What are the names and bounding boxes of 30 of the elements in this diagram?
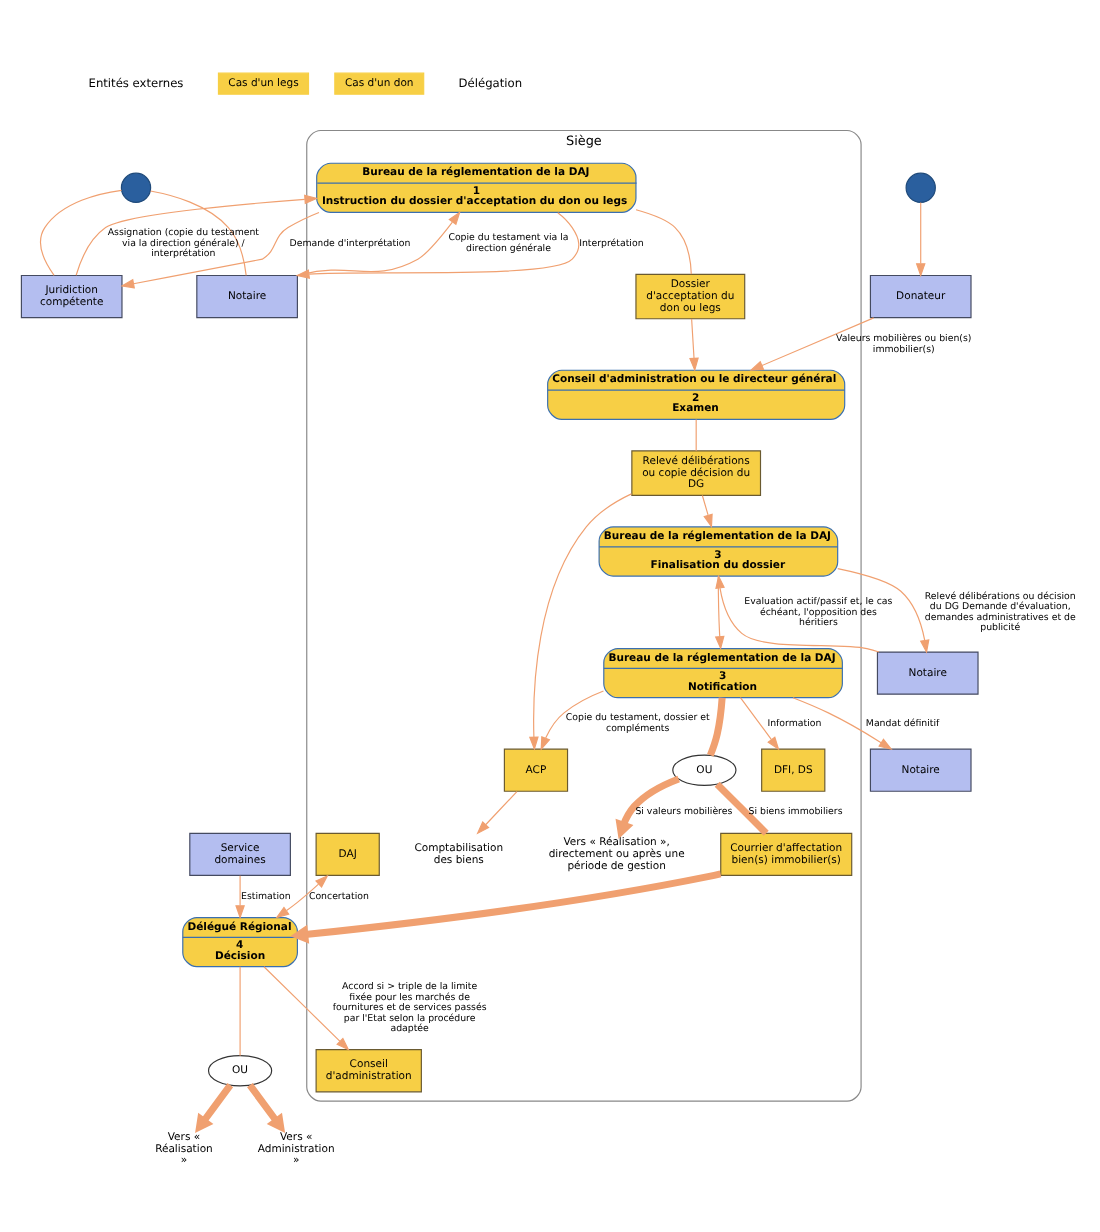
arrow [689,317,699,371]
arrow [792,696,893,749]
arrow [290,869,722,943]
arrow [75,193,319,275]
connector [635,208,692,274]
arrow [247,1082,286,1132]
arrow [749,316,875,370]
connector [707,696,726,756]
node-circle [905,171,936,202]
arrow [739,696,780,750]
connector [40,188,123,275]
arrow [714,574,725,650]
arrow [615,774,680,838]
arrow [715,573,880,652]
connector [149,189,247,275]
arrow [120,210,320,288]
arrow [915,200,926,277]
arrow [540,689,605,750]
arrow [528,492,632,750]
arrow [195,1082,234,1132]
arrow [476,790,518,834]
connector [695,418,697,451]
arrow [837,567,930,653]
arrow [235,874,245,919]
arrow [263,965,350,1050]
arrow [701,493,713,528]
connector [714,780,769,835]
node-circle [120,171,152,202]
connector [239,965,241,1056]
arrow [275,873,329,918]
